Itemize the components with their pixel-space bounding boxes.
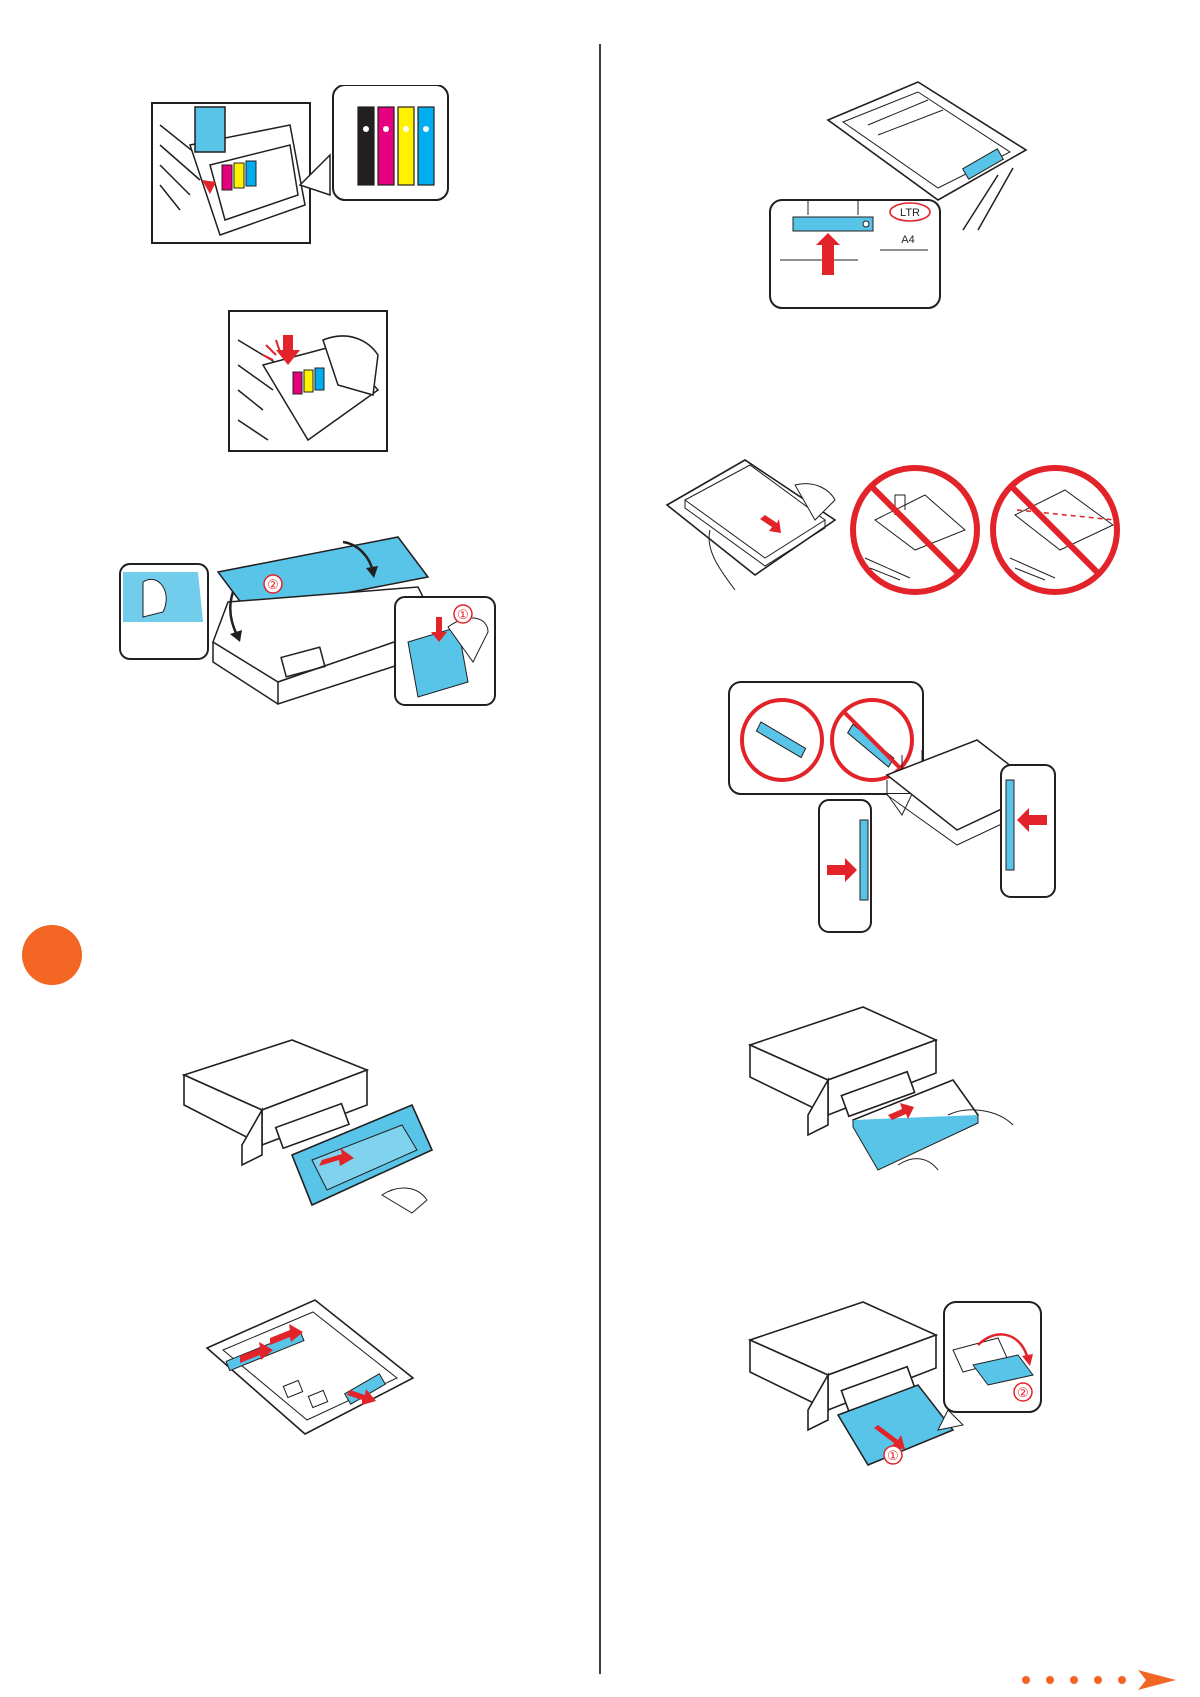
figure-slide-edge-guides: [205, 1298, 415, 1436]
next-page-arrow-icon[interactable]: [1018, 1668, 1178, 1692]
figure-pull-out-cassette: [182, 1035, 442, 1215]
figure-adjust-edge-guides: [727, 680, 1059, 935]
ltr-label: LTR: [900, 207, 920, 219]
figure-close-scanner: ② ①: [118, 532, 498, 707]
figure-insert-cartridge: [150, 85, 450, 245]
figure-set-paper-size-guide: LTR A4: [768, 80, 1028, 310]
column-divider: [599, 44, 601, 1674]
figure-extend-output-tray: ① ②: [748, 1300, 1043, 1475]
step-2-label: ②: [1017, 1385, 1029, 1400]
figure-press-cartridge: [228, 310, 388, 452]
a4-label: A4: [901, 234, 914, 246]
step-1-label: ①: [457, 607, 469, 622]
step-1-label: ①: [887, 1448, 899, 1463]
step-2-label: ②: [267, 577, 279, 592]
figure-insert-cassette: [748, 1005, 1018, 1180]
figure-load-paper: [665, 440, 1125, 595]
step-marker: [22, 925, 82, 985]
